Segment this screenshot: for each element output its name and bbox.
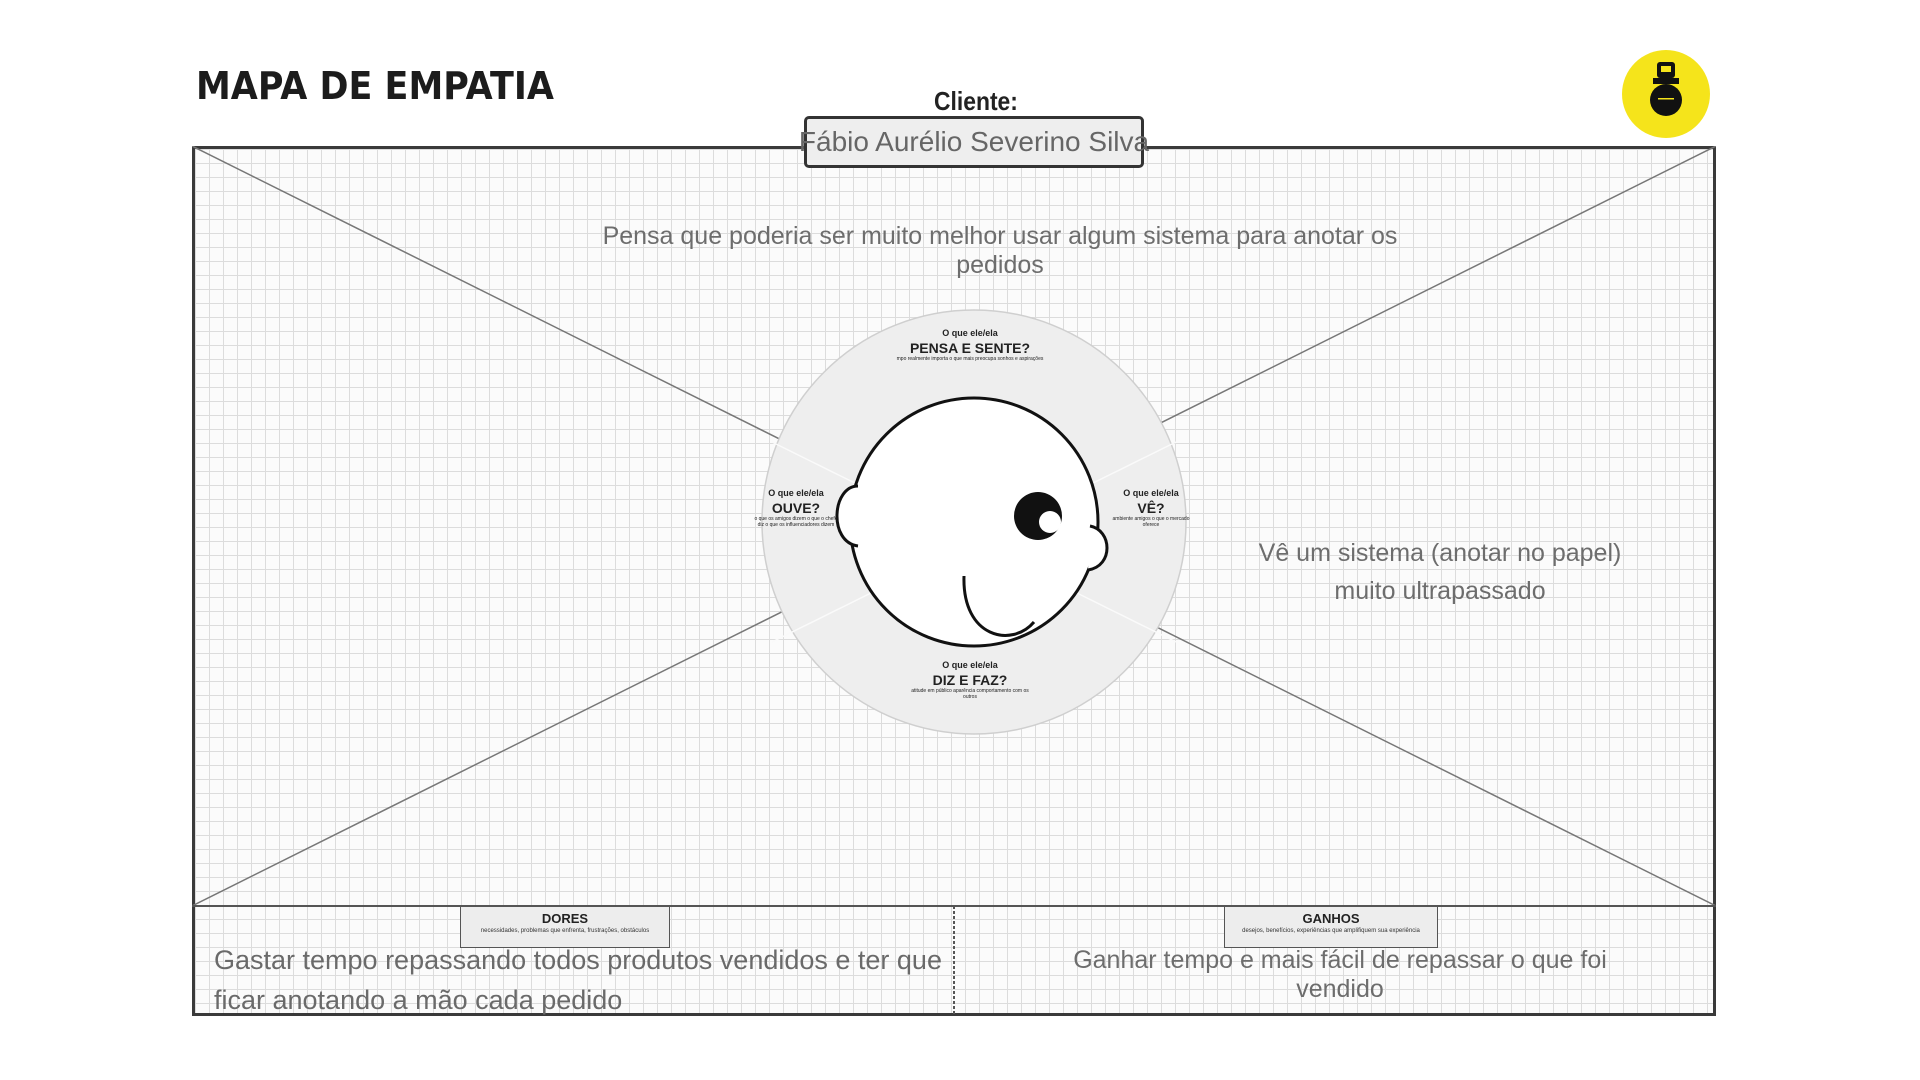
gains-hint: desejos, benefícios, experiências que am… [1242, 928, 1420, 934]
gains-note[interactable]: Ganhar tempo e mais fácil de repassar o … [1073, 946, 1607, 1003]
hear-label: OUVE? [771, 500, 821, 516]
say-do-label: DIZ E FAZ? [932, 672, 1008, 688]
hear-question: O que ele/ela [768, 488, 824, 498]
pains-label: DORES [541, 911, 589, 926]
see-label: VÊ? [1137, 500, 1165, 516]
hear-caption: O que ele/ela OUVE? o que os amigos dize… [752, 488, 840, 528]
say-do-caption: O que ele/ela DIZ E FAZ? atitude em públ… [910, 660, 1030, 700]
brand-logo-icon [1622, 50, 1710, 138]
say-do-question: O que ele/ela [942, 660, 998, 670]
gains-tag: GANHOS desejos, benefícios, experiências… [1224, 906, 1438, 948]
see-question: O que ele/ela [1123, 488, 1179, 498]
pains-note[interactable]: Gastar tempo repassando todos produtos v… [214, 945, 942, 1015]
see-caption: O que ele/ela VÊ? ambiente amigos o que … [1108, 488, 1194, 528]
see-hint: ambiente amigos o que o mercado oferece [1112, 516, 1190, 528]
see-note[interactable]: Vê um sistema (anotar no papel) muito ul… [1258, 539, 1622, 605]
think-feel-question: O que ele/ela [942, 328, 998, 338]
think-feel-caption: O que ele/ela PENSA E SENTE? mpo realmen… [880, 328, 1060, 362]
gains-label: GANHOS [1302, 911, 1360, 926]
pains-hint: necessidades, problemas que enfrenta, fr… [480, 928, 650, 934]
think-feel-hint: mpo realmente importa o que mais preocup… [896, 356, 1044, 362]
page-title: MAPA DE EMPATIA [196, 64, 554, 108]
say-do-hint: atitude em público aparência comportamen… [911, 688, 1029, 700]
hear-hint: o que os amigos dizem o que o chefe diz … [754, 516, 838, 528]
think-feel-note[interactable]: Pensa que poderia ser muito melhor usar … [602, 222, 1398, 279]
client-label: Cliente: [934, 86, 1018, 116]
client-name-field[interactable]: Fábio Aurélio Severino Silva [799, 116, 1149, 168]
think-feel-label: PENSA E SENTE? [909, 340, 1031, 356]
